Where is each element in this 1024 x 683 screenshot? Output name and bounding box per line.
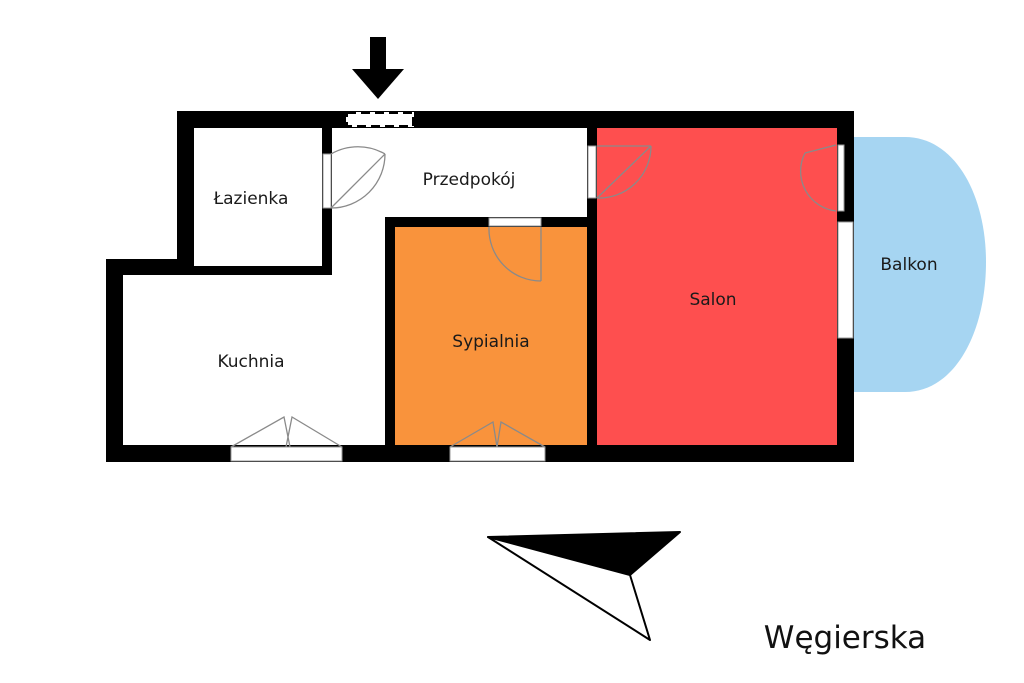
room-label-lazienka: Łazienka	[213, 189, 289, 209]
room-label-kuchnia: Kuchnia	[217, 352, 284, 372]
door-swings	[230, 144, 837, 448]
room-label-balkon: Balkon	[880, 255, 937, 275]
compass-arrow-icon	[487, 531, 681, 641]
entrance-arrow-icon	[352, 37, 404, 99]
room-label-salon: Salon	[689, 290, 736, 310]
room-label-sypialnia: Sypialnia	[452, 332, 529, 352]
balkon-area	[852, 137, 986, 392]
street-label: Węgierska	[764, 620, 926, 656]
sypialnia-area	[394, 226, 587, 446]
room-label-przedpokoj: Przedpokój	[423, 170, 516, 190]
entrance-door	[346, 112, 414, 127]
salon-area	[597, 127, 838, 446]
